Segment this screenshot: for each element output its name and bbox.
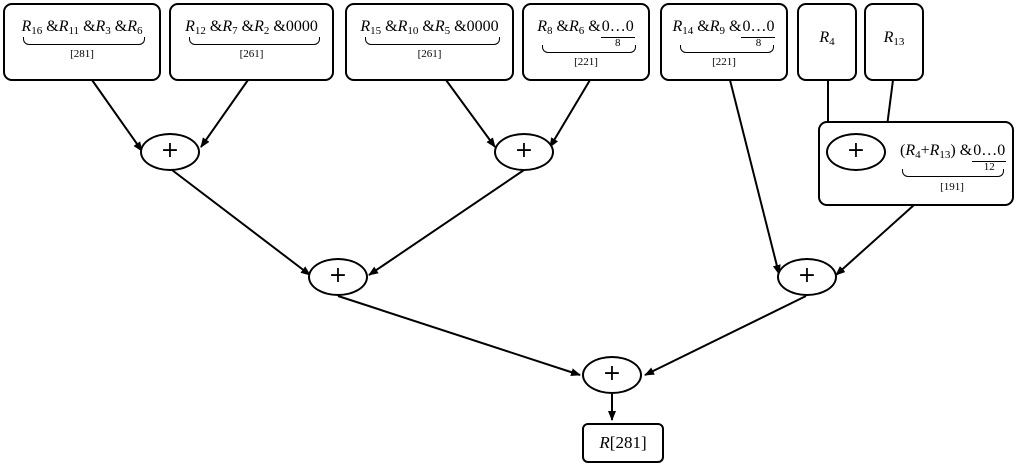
arrow-add3-add6: [337, 295, 581, 377]
arrow-add5-add6: [644, 295, 807, 376]
brace: [365, 37, 500, 45]
zero-count: 12: [983, 161, 995, 173]
brace: [680, 45, 774, 53]
width-label: [261]: [239, 48, 264, 60]
block-r12-r7-r2-zeros: R12 &R7 &R2 &0000 [261]: [169, 3, 334, 81]
adder-2: +: [494, 133, 554, 171]
block-3-expression: R15 &R10 &R5 &0000: [360, 18, 499, 37]
adder-5: +: [777, 258, 837, 296]
zero-count: 8: [614, 37, 621, 49]
block-r15-r10-r5-zeros: R15 &R10 &R5 &0000 [261]: [345, 3, 514, 81]
adder-1: +: [140, 133, 200, 171]
brace: [23, 37, 145, 45]
brace: [189, 37, 320, 45]
adder-final: +: [582, 356, 642, 394]
adder-r4-r13: +: [826, 133, 886, 171]
arrow-add1-add3: [171, 169, 311, 276]
adder-3: +: [308, 258, 368, 296]
arrow-b4-add2: [549, 79, 591, 148]
brace: [542, 45, 636, 53]
brace: [902, 169, 1004, 177]
block-r13: R13: [864, 3, 924, 81]
result-r281: R[281]: [582, 423, 664, 463]
arrow-b2-add1: [200, 79, 249, 148]
arrow-sumblock-add5: [835, 204, 915, 276]
arrow-b5-add5: [729, 79, 781, 275]
width-label: [221]: [712, 56, 736, 68]
block-r16-r11-r3-r6: R16 &R11 &R3 &R6 [281]: [3, 3, 161, 81]
width-label: [191]: [940, 181, 964, 193]
block-2-expression: R12 &R7 &R2 &0000: [185, 18, 318, 37]
block-r13-label: R13: [883, 29, 905, 48]
width-label: [221]: [574, 56, 598, 68]
arrow-add2-add3: [368, 169, 525, 276]
arrow-b1-add1: [91, 79, 143, 152]
block-r4: R4: [797, 3, 857, 81]
width-label: [261]: [417, 48, 442, 60]
width-label: [281]: [70, 48, 94, 60]
block-1-expression: R16 &R11 &R3 &R6: [21, 18, 143, 37]
zero-count: 8: [755, 37, 762, 49]
arrow-b3-add2: [445, 79, 496, 148]
block-r4-label: R4: [819, 29, 835, 48]
